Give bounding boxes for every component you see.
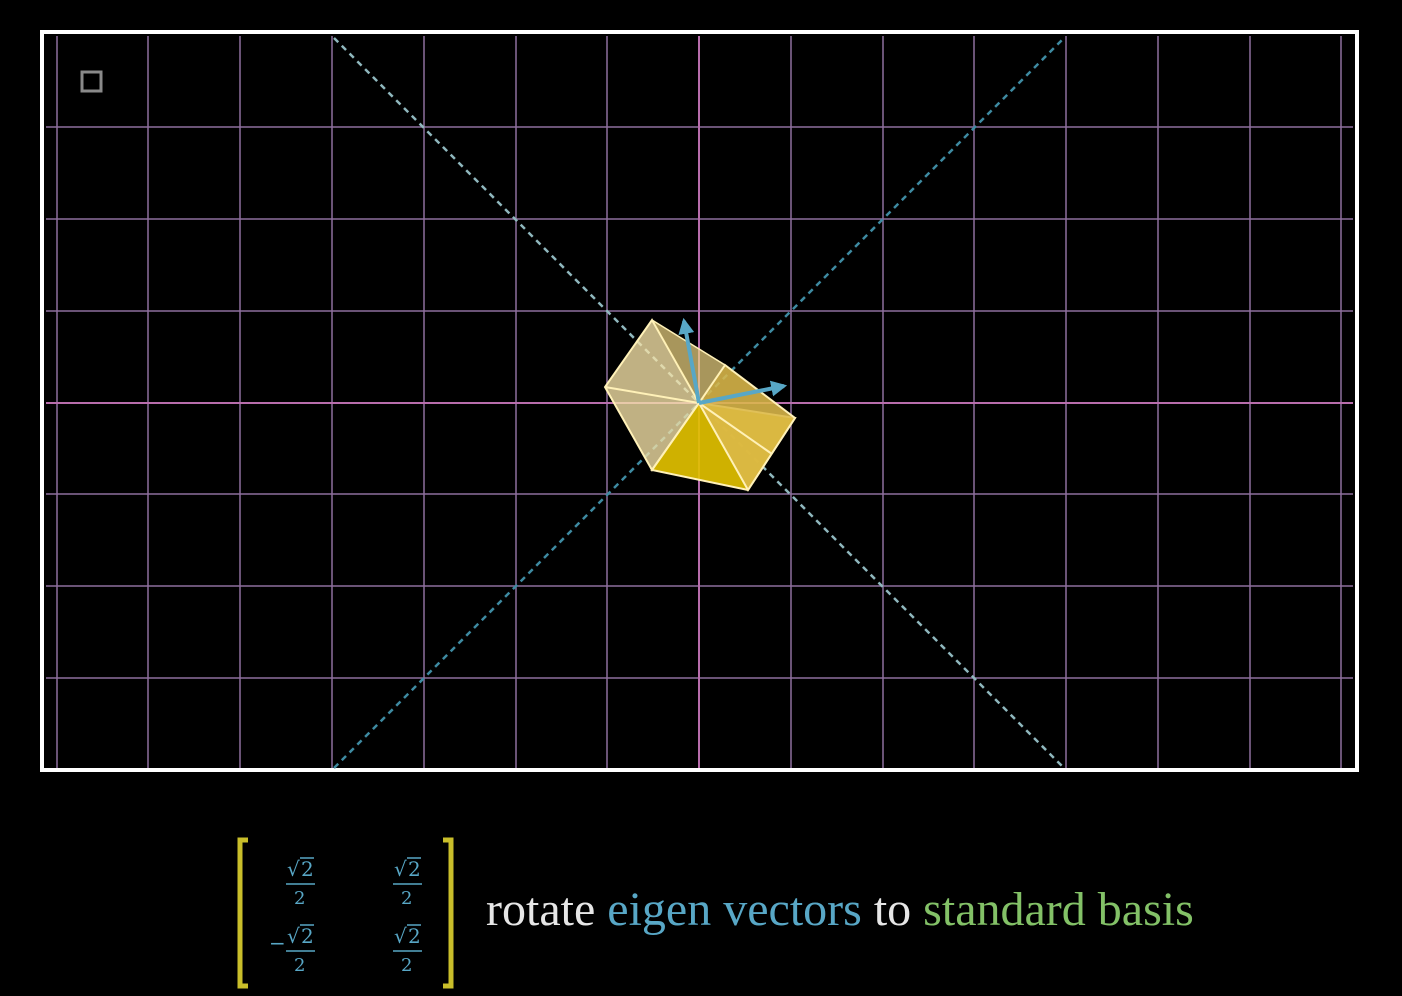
matrix-radicand: 2	[408, 924, 421, 948]
caption-eigen-vectors: eigen vectors	[607, 883, 862, 936]
matrix-radicand: 2	[408, 857, 421, 881]
caption-rotate: rotate	[486, 883, 596, 936]
sqrt-symbol: √	[394, 857, 407, 881]
matrix-right-bracket	[443, 837, 454, 989]
sqrt-symbol: √	[394, 924, 407, 948]
eigen-line-ascending	[333, 37, 1065, 769]
square-outline-icon	[80, 70, 103, 93]
matrix-sign: −	[269, 931, 286, 955]
matrix-cell: √ 2 2	[393, 924, 422, 976]
eigen-vector-arrow-right	[698, 380, 788, 405]
shape-divider	[604, 386, 700, 404]
matrix-cell: √ 2 2	[286, 857, 315, 909]
shape-divider	[698, 402, 773, 455]
matrix-radicand: 2	[301, 857, 314, 881]
matrix-cell: − √ 2 2	[269, 924, 315, 976]
matrix-left-bracket	[237, 837, 248, 989]
matrix-denominator: 2	[294, 888, 305, 909]
eigen-vector-arrow-up	[678, 317, 701, 404]
matrix-cell: √ 2 2	[393, 857, 422, 909]
matrix-radicand: 2	[301, 924, 314, 948]
caption-standard-basis: standard basis	[923, 883, 1194, 936]
sqrt-symbol: √	[287, 857, 300, 881]
coordinate-grid	[46, 36, 1353, 768]
matrix-denominator: 2	[401, 888, 412, 909]
caption-to: to	[873, 883, 912, 936]
eigen-line-descending	[333, 37, 1065, 769]
sqrt-symbol: √	[287, 924, 300, 948]
matrix-denominator: 2	[294, 955, 305, 976]
caption: rotate eigen vectors to standard basis	[486, 878, 1194, 942]
matrix-denominator: 2	[401, 955, 412, 976]
